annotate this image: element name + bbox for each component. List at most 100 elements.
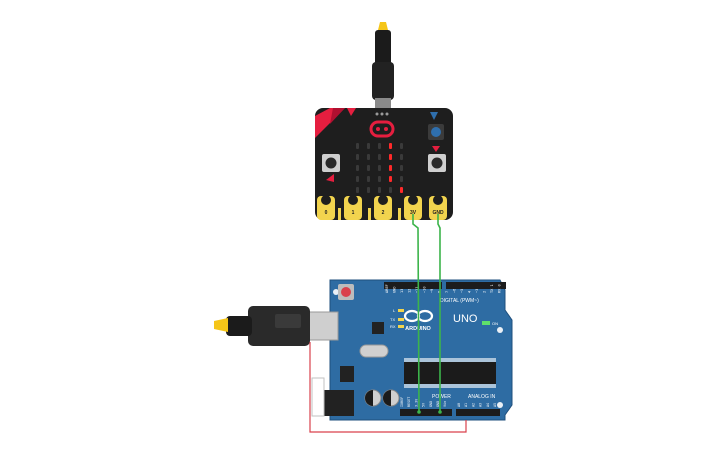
power-pin-label: 5V (422, 403, 426, 407)
wire-gnd (437, 214, 441, 412)
led-r3-c1 (367, 176, 370, 182)
digital-pin-label: 2 (483, 291, 487, 293)
led-r1-c3 (389, 154, 392, 160)
analog-pin-label: A5 (493, 403, 497, 407)
power-header-label: POWER (432, 394, 451, 400)
led-r3-c2 (378, 176, 381, 182)
button-b[interactable] (428, 154, 446, 172)
cable-outline (309, 342, 467, 433)
power-pin-label: GND (429, 401, 433, 407)
analog-pin-label: A0 (457, 403, 461, 407)
power-pin-label: GND (436, 401, 440, 407)
pin-0[interactable]: 0 (317, 195, 335, 220)
dc-power-jack[interactable] (311, 377, 354, 417)
led-label-l: L (393, 308, 396, 313)
digital-pin-label: TX 1 (490, 284, 494, 293)
analog-header[interactable] (456, 409, 500, 416)
capacitors (364, 389, 400, 407)
edge-connector: 0 1 2 3V GND (317, 195, 447, 220)
usb-chip (372, 322, 384, 334)
microbit-reset-button[interactable] (428, 124, 444, 140)
power-pin-label: RESET (407, 397, 411, 407)
pin-label: 3V (410, 210, 417, 216)
digital-pin-label: ~3 (475, 289, 479, 293)
power-pin-label: IOREF (400, 397, 404, 407)
analog-header-label: ANALOG IN (468, 394, 496, 400)
button-a[interactable] (322, 154, 340, 172)
led-r2-c0 (356, 165, 359, 171)
crystal (359, 344, 389, 358)
on-led-label: ON (492, 321, 498, 326)
analog-pin-label: A1 (464, 403, 468, 407)
microbit-usb-cable[interactable] (372, 22, 394, 108)
led-r0-c3 (389, 143, 392, 149)
digital-pin-label: AREF (385, 284, 389, 293)
led-r2-c1 (367, 165, 370, 171)
led-r1-c2 (378, 154, 381, 160)
digital-header-label: DIGITAL (PWM~) (440, 298, 479, 304)
led-r0-c1 (367, 143, 370, 149)
arduino-uno-board[interactable]: DIGITAL (PWM~) ARDUINO UNO ON L TX RX (311, 279, 513, 421)
digital-pin-label: ~6 (453, 289, 457, 293)
microbit-board[interactable]: 0 1 2 3V GND (315, 108, 453, 220)
led-r4-c4 (400, 187, 403, 193)
pin-label: 0 (325, 210, 328, 216)
digital-pin-label: GND (393, 287, 397, 294)
wire-3v (412, 214, 420, 413)
led-r1-c1 (367, 154, 370, 160)
led-r3-c4 (400, 176, 403, 182)
pin-label: GND (432, 210, 444, 216)
led-r4-c0 (356, 187, 359, 193)
digital-pin-label: ~5 (460, 289, 464, 293)
pin-label: 2 (382, 210, 385, 216)
led-r2-c2 (378, 165, 381, 171)
led-r0-c4 (400, 143, 403, 149)
digital-pin-label: 4 (468, 291, 472, 293)
digital-pin-label: 13 (400, 289, 404, 293)
led-matrix (356, 143, 403, 193)
voltage-regulator (340, 366, 354, 382)
microcontroller-chip (404, 358, 496, 388)
led-label-tx: TX (390, 317, 395, 322)
digital-pin-label: 7 (445, 291, 449, 293)
digital-pin-label: 12 (408, 289, 412, 293)
led-r3-c0 (356, 176, 359, 182)
led-r4-c2 (378, 187, 381, 193)
digital-header[interactable] (384, 282, 506, 289)
button-b-marker-icon (432, 146, 440, 152)
pin-gnd[interactable]: GND (429, 195, 447, 220)
power-pin-label: 3.3V (414, 399, 418, 407)
status-leds: L TX RX (390, 308, 404, 329)
led-r4-c3 (389, 187, 392, 193)
led-r1-c4 (400, 154, 403, 160)
on-led (482, 321, 490, 325)
arduino-usb-cable[interactable] (214, 306, 339, 346)
analog-pin-label: A4 (486, 403, 490, 407)
led-r0-c0 (356, 143, 359, 149)
power-pin-label: Vin (443, 401, 447, 407)
button-a-marker-icon (326, 174, 334, 182)
board-model-label: UNO (453, 313, 478, 325)
pin-2[interactable]: 2 (374, 195, 392, 220)
analog-pin-label: A3 (479, 403, 483, 407)
led-label-rx: RX (390, 324, 396, 329)
led-r1-c0 (356, 154, 359, 160)
led-r4-c1 (367, 187, 370, 193)
bluetooth-icon (430, 112, 438, 120)
pin-1[interactable]: 1 (344, 195, 362, 220)
digital-pin-label: ~11 (415, 287, 419, 294)
arduino-reset-button[interactable] (338, 284, 354, 300)
microbit-logo (369, 112, 395, 138)
pin-3v[interactable]: 3V (404, 195, 422, 220)
led-r2-c4 (400, 165, 403, 171)
led-r0-c2 (378, 143, 381, 149)
digital-pin-label: RX 0 (498, 284, 502, 293)
led-r2-c3 (389, 165, 392, 171)
pin-label: 1 (352, 210, 355, 216)
led-r3-c3 (389, 176, 392, 182)
analog-pin-label: A2 (471, 403, 475, 407)
jumper-wires[interactable] (412, 214, 442, 414)
power-header[interactable] (400, 409, 452, 416)
